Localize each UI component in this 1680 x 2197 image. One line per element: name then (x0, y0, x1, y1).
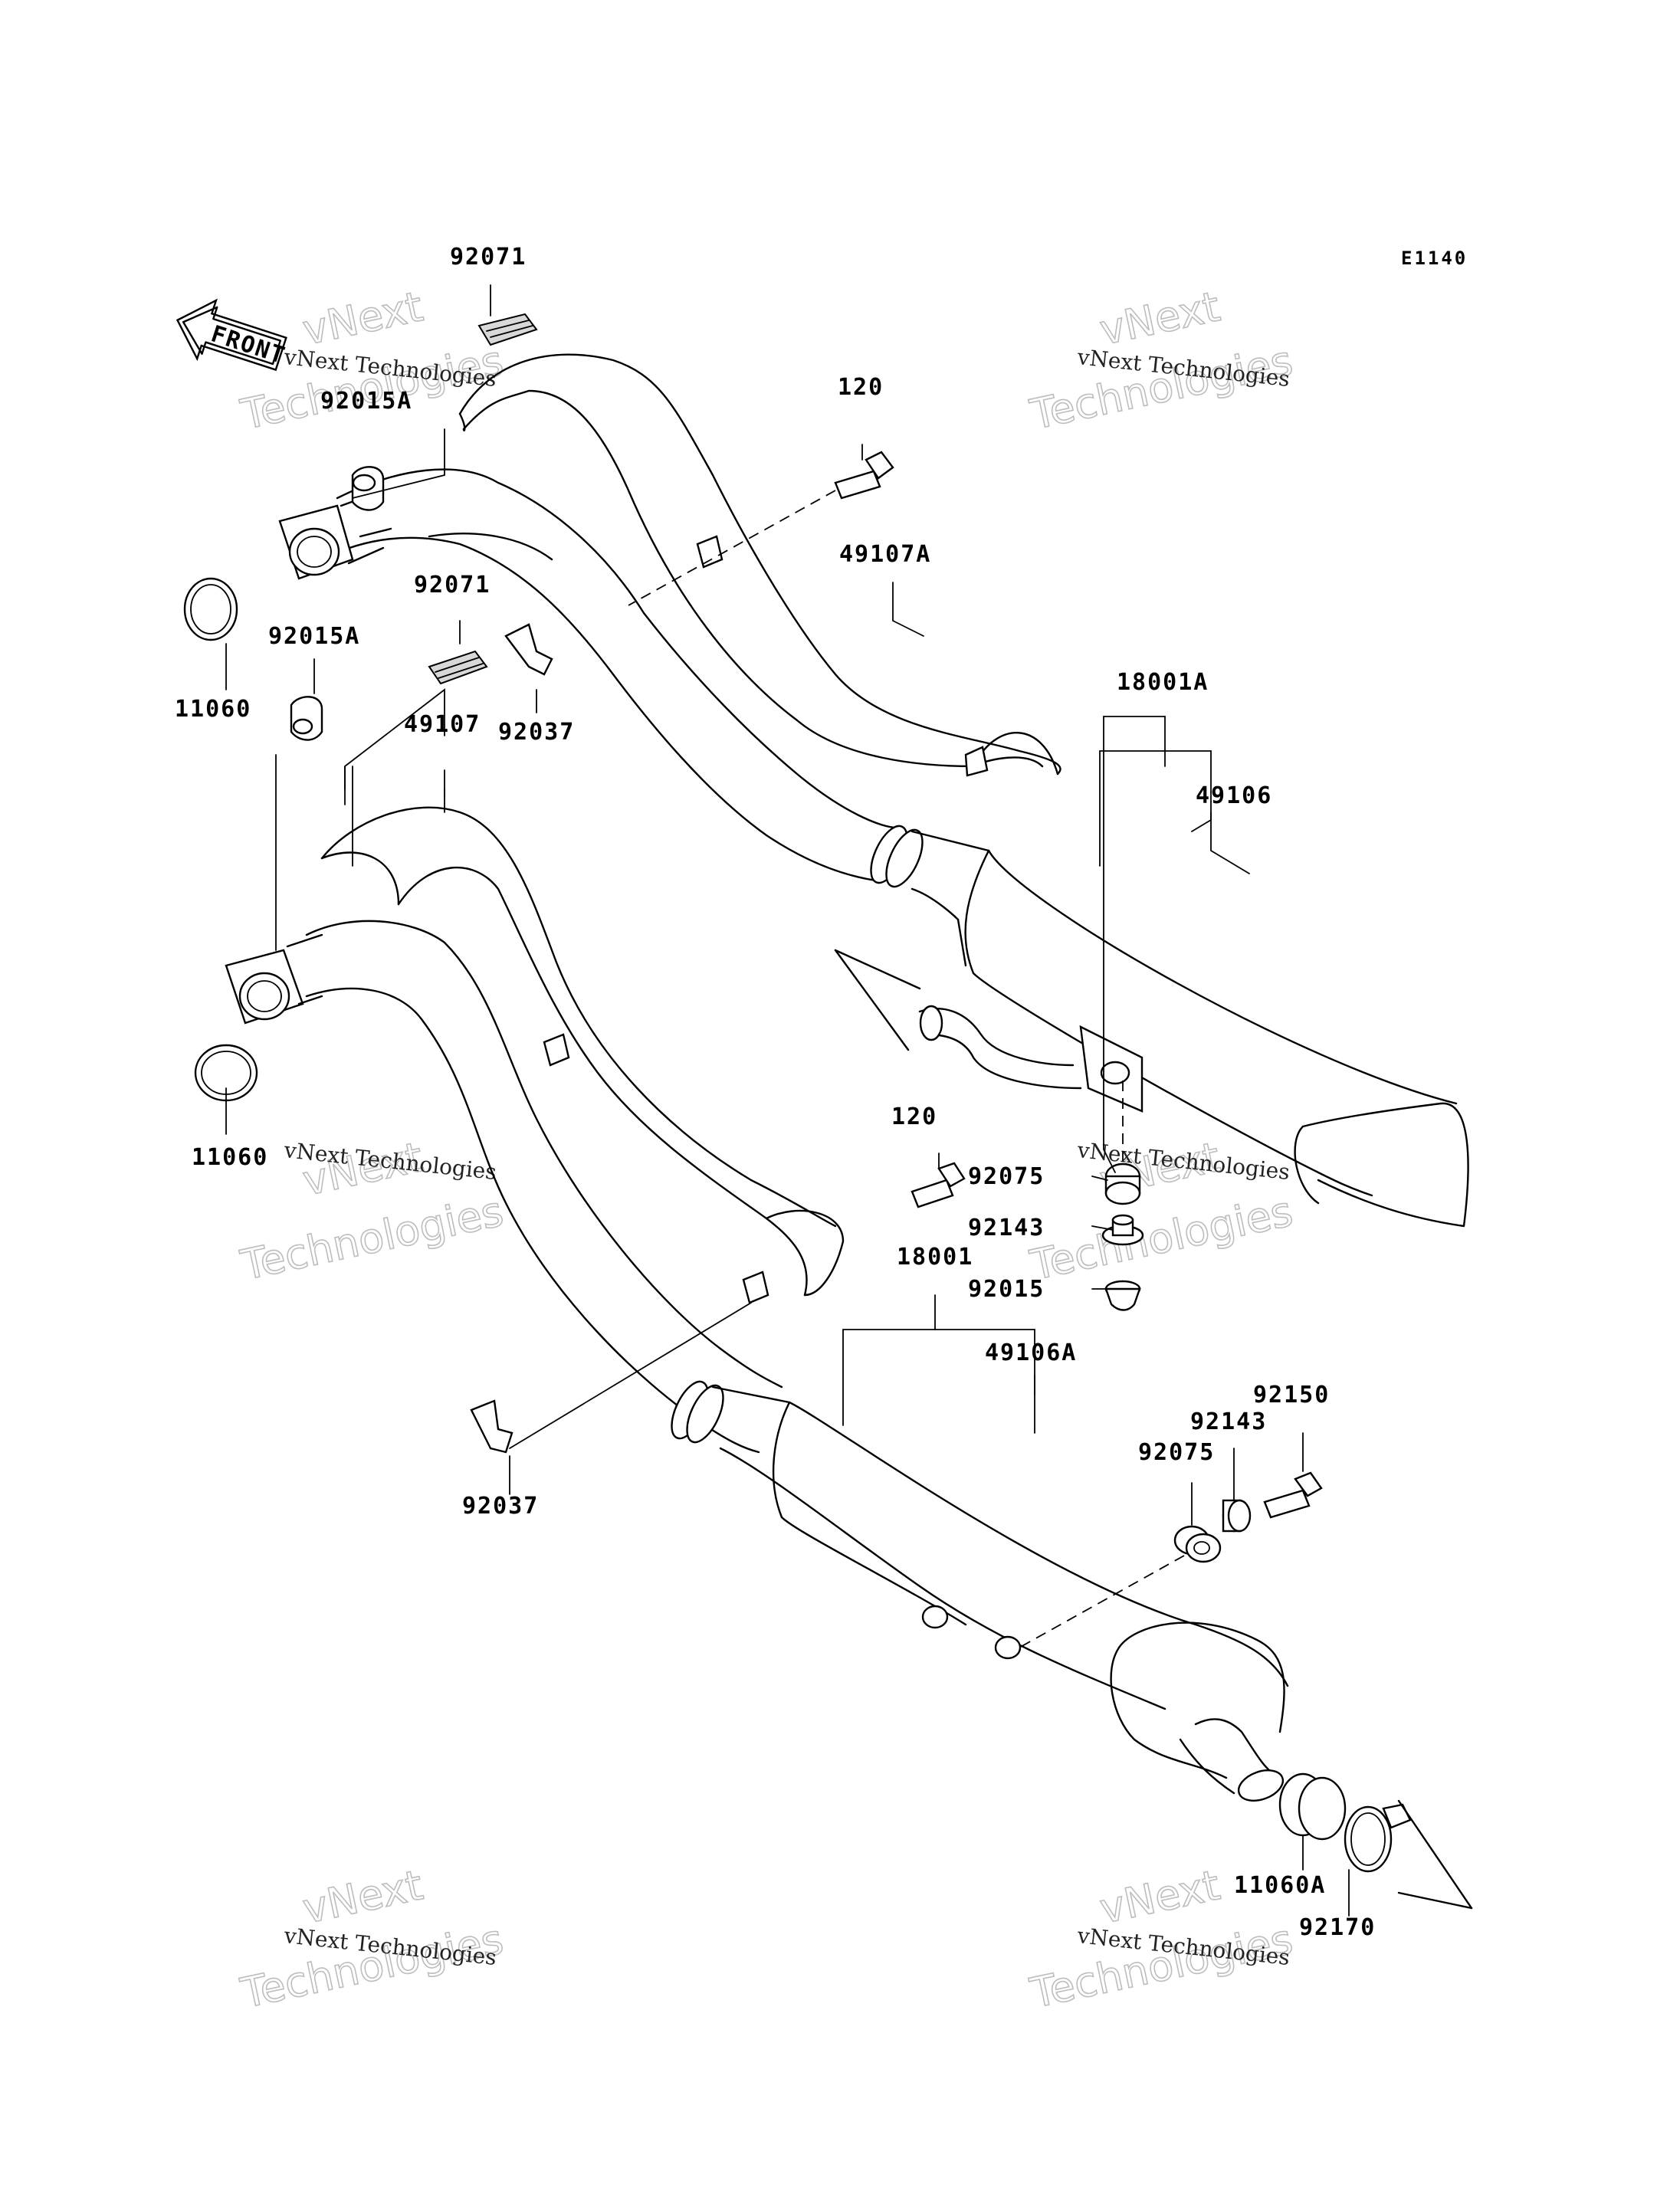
label-92071-mid: 92071 (414, 572, 491, 598)
leader-lines (225, 284, 1473, 1917)
watermark-mid-right: vNext Technologies vNext Technologies (1025, 1132, 1298, 1290)
label-92075-low: 92075 (1138, 1439, 1215, 1466)
label-92170: 92170 (1299, 1914, 1376, 1941)
label-49106A: 49106A (985, 1340, 1077, 1366)
label-92075-top: 92075 (968, 1163, 1045, 1190)
label-49106: 49106 (1196, 782, 1272, 809)
part-92037-top (504, 623, 553, 676)
part-11060-top (183, 577, 238, 641)
label-92037-top: 92037 (498, 719, 575, 746)
lower-flange (225, 933, 323, 1025)
label-92015: 92015 (968, 1276, 1045, 1303)
label-92143-low: 92143 (1190, 1408, 1267, 1435)
label-120-top: 120 (838, 374, 884, 401)
watermark-top-right: vNext Technologies vNext Technologies (1025, 281, 1298, 439)
part-92015A-top (351, 466, 385, 511)
label-92071-top: 92071 (450, 244, 527, 271)
part-120-mid-bolt (911, 1162, 966, 1208)
part-11060A (1278, 1772, 1347, 1841)
watermark-big-text: vNext (299, 282, 427, 354)
part-11060-mid (194, 1044, 258, 1102)
upper-flange (278, 489, 392, 580)
label-11060A: 11060A (1234, 1872, 1326, 1899)
part-92015 (1104, 1280, 1141, 1311)
lower-exhaust-assembly (305, 806, 1289, 1802)
label-11060-top: 11060 (175, 696, 251, 723)
label-49107: 49107 (404, 711, 481, 738)
upper-exhaust-assembly (320, 353, 1469, 1228)
label-18001A: 18001A (1117, 669, 1209, 696)
part-92143-low (1222, 1499, 1252, 1533)
watermark-big-text: vNext (299, 1861, 427, 1933)
part-120-top-bolt (834, 451, 894, 500)
label-120-mid: 120 (891, 1103, 937, 1130)
label-92015A-mid: 92015A (268, 623, 360, 650)
label-11060-mid: 11060 (192, 1144, 268, 1171)
label-92143-top: 92143 (968, 1215, 1045, 1241)
part-92170 (1344, 1803, 1412, 1873)
part-92075-top (1104, 1162, 1141, 1205)
part-92150 (1263, 1471, 1323, 1519)
part-92075-low (1173, 1525, 1222, 1563)
part-92015A-mid (290, 696, 323, 741)
part-labels: 92071 92015A 120 49107A 92071 92015A 110… (175, 244, 1376, 1941)
label-49107A: 49107A (839, 541, 931, 568)
label-92015A-top: 92015A (320, 388, 412, 415)
front-arrow-icon: FRONT (176, 298, 289, 372)
watermark-big-text: Technologies (1026, 1187, 1297, 1290)
watermark-big-text: vNext (1096, 1861, 1224, 1933)
label-92037-low: 92037 (462, 1493, 539, 1520)
part-92071-mid (428, 650, 488, 685)
label-18001: 18001 (897, 1244, 973, 1271)
watermark-bottom-left: vNext Technologies vNext Technologies (236, 1860, 508, 2018)
part-92143-top (1101, 1214, 1144, 1246)
part-92071-top (477, 313, 538, 346)
watermark-big-text: Technologies (237, 1187, 507, 1290)
watermark-mid-left: vNext Technologies vNext Technologies (236, 1132, 508, 1290)
label-92150: 92150 (1253, 1382, 1330, 1408)
diagram-code: E1140 (1401, 248, 1468, 269)
part-92037-low (470, 1399, 514, 1454)
watermark-big-text: vNext (1096, 282, 1224, 354)
